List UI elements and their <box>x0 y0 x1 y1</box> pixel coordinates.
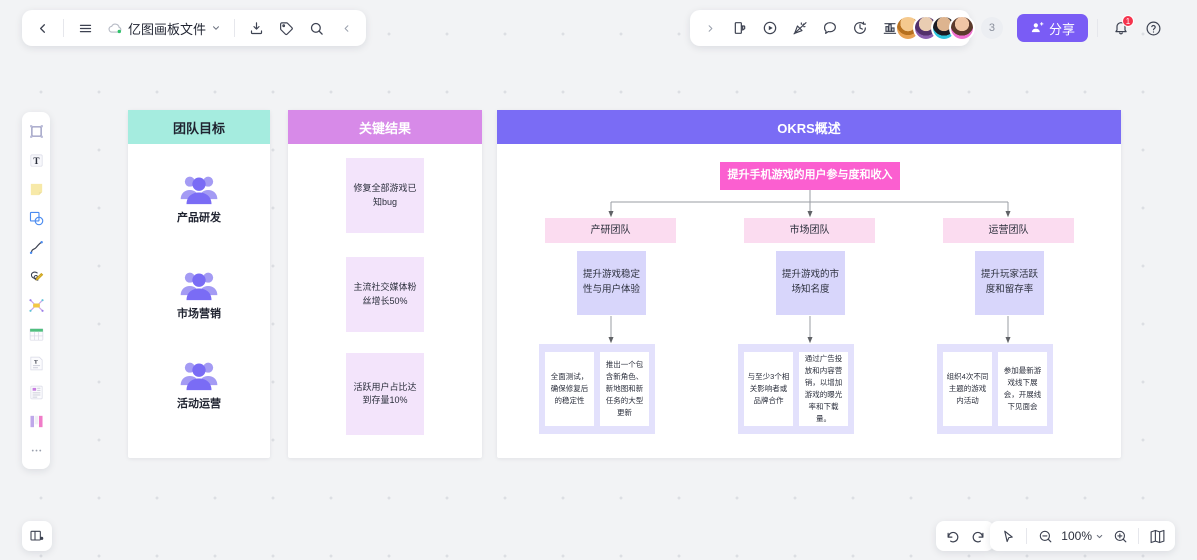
share-label: 分享 <box>1048 21 1075 37</box>
template-tool-icon[interactable] <box>23 379 49 405</box>
divider <box>1097 19 1098 37</box>
frame-tool-icon[interactable] <box>23 118 49 144</box>
zoom-out-icon[interactable] <box>1033 524 1057 548</box>
okrs-kr-box[interactable]: 通过广告投放和内容营销，以增加游戏的曝光率和下载量。 <box>799 352 848 426</box>
hamburger-menu-icon[interactable] <box>71 14 99 42</box>
goal-item-2[interactable]: 市场营销 <box>128 270 270 321</box>
okrs-root-node[interactable]: 提升手机游戏的用户参与度和收入 <box>720 162 900 190</box>
goal-label: 市场营销 <box>177 308 221 320</box>
goal-label: 产品研发 <box>177 212 221 224</box>
help-circle-icon[interactable] <box>1139 14 1167 42</box>
column-team-goals[interactable]: 团队目标 产品研发 市场营销 活动运营 <box>128 110 270 458</box>
okrs-connectors <box>608 190 1011 344</box>
column-header-key-results: 关键结果 <box>288 110 482 144</box>
undo-icon[interactable] <box>940 524 964 548</box>
redo-icon[interactable] <box>966 524 990 548</box>
okrs-kr-box[interactable]: 全面测试，确保修复后的稳定性 <box>545 352 594 426</box>
zoom-in-icon[interactable] <box>1108 524 1132 548</box>
okrs-team-node[interactable]: 市场团队 <box>744 218 875 243</box>
text-tool-icon[interactable]: T <box>23 147 49 173</box>
okrs-diagram: 提升手机游戏的用户参与度和收入 产研团队 提升游戏稳定性与用户体验 全面测试，确… <box>497 144 1121 458</box>
okrs-kr-box[interactable]: 参加最新游戏线下展会，开展线下见面会 <box>998 352 1047 426</box>
divider <box>63 19 64 37</box>
okrs-objective-node[interactable]: 提升游戏的市场知名度 <box>776 251 845 315</box>
share-button[interactable]: 分享 <box>1016 14 1088 42</box>
column-header-team-goals: 团队目标 <box>128 110 270 144</box>
lock-tool-icon[interactable] <box>726 14 754 42</box>
file-name-chip[interactable]: 亿图画板文件 <box>101 14 227 42</box>
cloud-sync-icon <box>107 22 123 35</box>
table-tool-icon[interactable] <box>23 321 49 347</box>
search-icon[interactable] <box>302 14 330 42</box>
undo-redo-toolbar <box>936 521 994 551</box>
mini-map-toggle-button[interactable] <box>22 521 52 551</box>
okrs-team-node[interactable]: 运营团队 <box>943 218 1074 243</box>
timer-tool-icon[interactable] <box>846 14 874 42</box>
connector-tool-icon[interactable] <box>23 234 49 260</box>
pen-tool-icon[interactable] <box>23 263 49 289</box>
doc-tool-icon[interactable]: T <box>23 350 49 376</box>
tag-icon[interactable] <box>272 14 300 42</box>
okrs-team-node[interactable]: 产研团队 <box>545 218 676 243</box>
zoom-toolbar: 100% <box>990 521 1175 551</box>
okrs-kr-group[interactable]: 组织4次不同主题的游戏内活动 参加最新游戏线下展会，开展线下见面会 <box>937 344 1053 434</box>
goal-item-3[interactable]: 活动运营 <box>128 360 270 411</box>
bell-icon[interactable]: 1 <box>1107 14 1135 42</box>
chevron-down-icon <box>211 23 221 33</box>
okrs-objective-node[interactable]: 提升玩家活跃度和留存率 <box>975 251 1044 315</box>
okrs-kr-box[interactable]: 组织4次不同主题的游戏内活动 <box>943 352 992 426</box>
divider <box>234 19 236 37</box>
zoom-level-label: 100% <box>1061 529 1092 543</box>
svg-text:T: T <box>33 156 39 166</box>
notification-badge: 1 <box>1122 15 1134 27</box>
people-group-icon <box>179 360 219 392</box>
column-key-results[interactable]: 关键结果 修复全部游戏已知bug 主流社交媒体粉丝增长50% 活跃用户占比达到存… <box>288 110 482 458</box>
more-tool-icon[interactable] <box>23 437 49 463</box>
zoom-level-selector[interactable]: 100% <box>1059 529 1106 543</box>
cursor-select-icon[interactable] <box>996 524 1020 548</box>
sticky-note-tool-icon[interactable] <box>23 176 49 202</box>
comment-tool-icon[interactable] <box>816 14 844 42</box>
key-result-card[interactable]: 修复全部游戏已知bug <box>346 158 424 233</box>
divider <box>1026 528 1028 544</box>
goal-label: 活动运营 <box>177 398 221 410</box>
column-okrs-overview[interactable]: OKRS概述 提升手机游戏的用户参与度和收入 产研团队 提升游戏稳定性与用户体验 <box>497 110 1121 458</box>
key-result-card[interactable]: 活跃用户占比达到存量10% <box>346 353 424 435</box>
mindmap-tool-icon[interactable] <box>23 292 49 318</box>
download-icon[interactable] <box>242 14 270 42</box>
top-right-toolbar: 3 分享 1 <box>887 10 1175 46</box>
minimap-icon[interactable] <box>1145 524 1169 548</box>
svg-text:T: T <box>34 359 38 365</box>
collaborator-avatars[interactable]: 3 <box>894 15 1003 41</box>
key-result-card[interactable]: 主流社交媒体粉丝增长50% <box>346 257 424 332</box>
vote-tool-icon[interactable] <box>876 14 904 42</box>
goal-item-1[interactable]: 产品研发 <box>128 174 270 225</box>
divider <box>1138 528 1139 544</box>
left-tool-palette: T T <box>22 112 50 469</box>
okrs-objective-node[interactable]: 提升游戏稳定性与用户体验 <box>577 251 646 315</box>
chevron-down-icon <box>1095 532 1104 541</box>
shape-tool-icon[interactable] <box>23 205 49 231</box>
column-header-okrs: OKRS概述 <box>497 110 1121 144</box>
people-group-icon <box>179 270 219 302</box>
okrs-kr-box[interactable]: 与至少3个相关影响者或品牌合作 <box>744 352 793 426</box>
okrs-kr-box[interactable]: 推出一个包含新角色、新地图和新任务的大型更新 <box>600 352 649 426</box>
user-add-icon <box>1030 21 1044 35</box>
back-button[interactable] <box>28 14 56 42</box>
okrs-kr-group[interactable]: 全面测试，确保修复后的稳定性 推出一个包含新角色、新地图和新任务的大型更新 <box>539 344 655 434</box>
people-group-icon <box>179 174 219 206</box>
present-tool-icon[interactable] <box>756 14 784 42</box>
file-name-label: 亿图画板文件 <box>128 21 207 37</box>
avatar[interactable] <box>948 15 975 41</box>
celebrate-tool-icon[interactable] <box>786 14 814 42</box>
expand-tools-button[interactable] <box>696 14 724 42</box>
okrs-kr-group[interactable]: 与至少3个相关影响者或品牌合作 通过广告投放和内容营销，以增加游戏的曝光率和下载… <box>738 344 854 434</box>
top-left-toolbar: 亿图画板文件 <box>22 10 367 46</box>
collapse-panel-button[interactable] <box>332 14 360 42</box>
kanban-tool-icon[interactable] <box>23 408 49 434</box>
collaborator-overflow-count[interactable]: 3 <box>980 17 1003 39</box>
